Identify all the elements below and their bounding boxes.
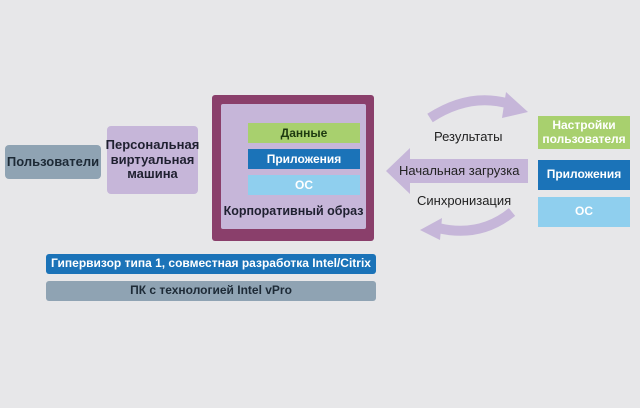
results-arrowhead-icon [502,92,528,118]
user-os-box: ОС [538,197,630,227]
layer-apps: Приложения [248,149,360,169]
sync-arrowhead-icon [420,218,442,240]
hypervisor-bar: Гипервизор типа 1, совместная разработка… [46,254,376,274]
results-arrow-icon [427,95,512,123]
users-box: Пользователи [5,145,101,179]
pc-bar: ПК с технологией Intel vPro [46,281,376,301]
sync-arrow-icon [436,208,516,236]
layer-os: ОС [248,175,360,195]
user-settings-box: Настройки пользователя [538,116,630,149]
sync-label: Синхронизация [417,193,512,208]
personal-vm-box: Персональная виртуальная машина [106,126,199,194]
corporate-image-label: Корпоративный образ [223,204,364,218]
boot-label: Начальная загрузка [399,163,520,178]
results-label: Результаты [434,129,503,144]
user-apps-box: Приложения [538,160,630,190]
layer-data: Данные [248,123,360,143]
